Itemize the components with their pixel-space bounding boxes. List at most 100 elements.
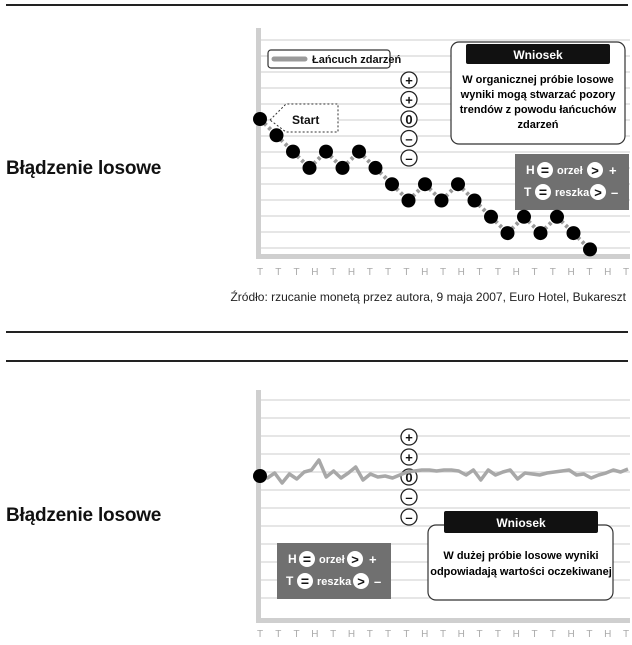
- x-tick-label: T: [294, 629, 300, 640]
- conclusion-line: W dużej próbie losowe wyniki: [443, 550, 598, 562]
- x-tick-label: T: [495, 267, 501, 278]
- svg-text:=: =: [303, 551, 311, 567]
- x-tick-label: T: [275, 629, 281, 640]
- key-t-word: reszka: [555, 187, 590, 199]
- key-t-letter: T: [524, 185, 532, 199]
- scale-label: –: [405, 510, 412, 525]
- data-point: [401, 193, 416, 208]
- chart-1-scale: ++0––: [400, 71, 418, 167]
- x-tick-label: T: [275, 267, 281, 278]
- panel-2-side-title: Błądzenie losowe: [6, 505, 162, 526]
- chart-2-bottom-axis: [256, 618, 630, 623]
- x-tick-label: T: [477, 267, 483, 278]
- x-tick-label: T: [330, 267, 336, 278]
- data-point: [385, 177, 399, 192]
- key-box-2: H = orzeł > + T = reszka > –: [277, 543, 391, 599]
- scale-label: –: [405, 132, 412, 147]
- x-tick-label: T: [294, 267, 300, 278]
- x-tick-label: T: [385, 267, 391, 278]
- top-divider-1: [6, 4, 628, 6]
- x-tick-label: T: [403, 629, 409, 640]
- x-tick-label: T: [550, 629, 556, 640]
- scale-circle: [400, 448, 418, 466]
- key-t-letter: T: [286, 574, 294, 588]
- x-tick-label: T: [550, 267, 556, 278]
- scale-label: 0: [405, 112, 412, 127]
- x-tick-label: T: [477, 629, 483, 640]
- conclusion-box-1: Wniosek W organicznej próbie losowe wyni…: [450, 41, 626, 145]
- conclusion-line: trendów z powodu łańcuchów: [460, 104, 617, 116]
- data-point: [467, 193, 482, 208]
- start-label-box: Start: [269, 103, 339, 133]
- key-h-word: orzeł: [319, 554, 345, 566]
- panel-1-side-title: Błądzenie losowe: [6, 158, 162, 179]
- key-t-sign: –: [611, 185, 618, 200]
- x-tick-label: T: [623, 629, 629, 640]
- data-point: [566, 226, 581, 241]
- section-divider-1: [6, 331, 628, 333]
- data-point: [302, 160, 317, 175]
- x-tick-label: T: [257, 267, 263, 278]
- scale-circle: [400, 129, 418, 148]
- svg-text:=: =: [539, 184, 547, 200]
- data-point: [500, 226, 515, 241]
- scale-label: +: [405, 93, 413, 108]
- conclusion-box-2: Wniosek W dużej próbie losowe wyniki odp…: [427, 511, 614, 601]
- chart-1-bottom-axis: [256, 254, 630, 259]
- x-tick-label: H: [604, 629, 611, 640]
- x-tick-label: T: [367, 629, 373, 640]
- scale-circle: [400, 428, 418, 446]
- chart-1-legend: Łańcuch zdarzeń: [267, 49, 402, 69]
- key-h-letter: H: [288, 552, 297, 566]
- scale-label: –: [405, 151, 412, 166]
- x-tick-label: T: [403, 267, 409, 278]
- series-line: [259, 458, 629, 485]
- scale-circle: [400, 508, 418, 526]
- x-tick-label: T: [586, 629, 592, 640]
- chart-1-points: [253, 112, 597, 257]
- key-h-letter: H: [526, 163, 535, 177]
- x-tick-label: H: [567, 629, 574, 640]
- x-tick-label: T: [623, 267, 629, 278]
- x-tick-label: H: [458, 629, 465, 640]
- section-divider-2: [6, 360, 628, 362]
- chart-2-left-axis: [256, 390, 261, 622]
- svg-text:>: >: [594, 185, 602, 200]
- data-point: [550, 209, 564, 224]
- conclusion-title-1: Wniosek: [513, 48, 563, 62]
- x-tick-label: H: [311, 629, 318, 640]
- svg-text:>: >: [591, 163, 599, 178]
- data-point: [269, 128, 284, 143]
- data-point: [451, 177, 465, 192]
- x-tick-label: H: [311, 267, 318, 278]
- x-tick-label: T: [257, 629, 263, 640]
- x-tick-label: H: [604, 267, 611, 278]
- x-tick-label: H: [421, 267, 428, 278]
- svg-text:=: =: [301, 573, 309, 589]
- key-h-word: orzeł: [557, 165, 583, 177]
- x-tick-label: T: [440, 267, 446, 278]
- key-t-word: reszka: [317, 576, 352, 588]
- x-tick-label: H: [513, 629, 520, 640]
- legend-label: Łańcuch zdarzeń: [312, 54, 402, 66]
- data-point: [517, 209, 531, 224]
- conclusion-line: zdarzeń: [518, 119, 559, 131]
- x-tick-label: H: [348, 267, 355, 278]
- data-point: [253, 112, 267, 126]
- svg-text:>: >: [351, 552, 359, 567]
- start-point: [253, 469, 267, 483]
- x-tick-label: T: [367, 267, 373, 278]
- conclusion-title-2: Wniosek: [496, 516, 546, 530]
- start-label: Start: [292, 113, 319, 127]
- scale-circle: [400, 90, 418, 109]
- data-point: [335, 160, 350, 175]
- x-tick-label: H: [567, 267, 574, 278]
- scale-label: 0: [405, 470, 412, 485]
- scale-label: +: [405, 430, 413, 445]
- data-point: [319, 144, 333, 159]
- x-tick-label: T: [330, 629, 336, 640]
- data-point: [583, 242, 597, 257]
- x-tick-label: H: [513, 267, 520, 278]
